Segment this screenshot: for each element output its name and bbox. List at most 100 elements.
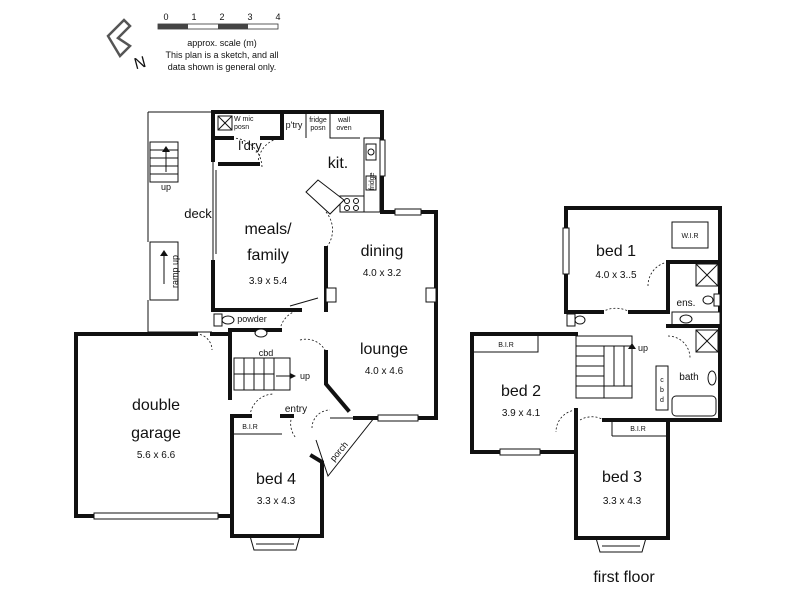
ramp-label: ramp up — [170, 255, 180, 288]
fridge-posn-label2: posn — [310, 125, 325, 132]
fireplace-icon-2 — [425, 287, 437, 303]
bed2-size: 3.9 x 4.1 — [502, 408, 541, 419]
bed4-walls — [230, 414, 324, 538]
bed4-robe-label: B.I.R — [242, 424, 258, 431]
arrow-up-icon — [162, 146, 170, 152]
ensuite-basin-icon — [679, 314, 693, 324]
dining-window — [394, 208, 422, 216]
bed3-robe-label: B.I.R — [630, 426, 646, 433]
dining-label: dining — [361, 243, 404, 260]
cooktop-icon — [344, 198, 359, 211]
ground-floor: up ramp up deck — [74, 110, 438, 551]
linen-cbd-d: d — [660, 397, 664, 404]
fridge-label: fridge — [369, 172, 376, 190]
arrow-up-icon — [628, 343, 636, 349]
island-bench — [305, 179, 345, 215]
scale-bar: 0 1 2 3 4 — [157, 12, 281, 30]
first-floor: bed 1 4.0 x 3..5 W.I.R ens. bath c b d — [470, 206, 722, 586]
toilet-cistern-icon — [213, 313, 223, 327]
bath-label: bath — [679, 372, 698, 383]
porch-outline — [315, 417, 376, 478]
fridge-posn-label1: fridge — [309, 117, 327, 124]
lounge-window — [377, 414, 419, 422]
kitchen-label: kit. — [328, 155, 348, 172]
wc-cistern-icon — [566, 313, 576, 327]
garage-label2: garage — [131, 425, 181, 442]
deck-steps-up-label: up — [161, 182, 171, 192]
meals-family-size: 3.9 x 5.4 — [249, 276, 288, 287]
pantry-label: p'try — [286, 120, 303, 130]
scale-tick-3: 3 — [247, 12, 252, 22]
linen-cbd-b: b — [660, 387, 664, 394]
toilet-icon — [221, 315, 235, 325]
ff-stairs-up-label: up — [638, 343, 648, 353]
bed3-size: 3.3 x 4.3 — [603, 496, 642, 507]
wall-oven-label2: oven — [336, 125, 351, 132]
scale-tick-1: 1 — [191, 12, 196, 22]
bathtub-icon — [671, 395, 717, 417]
first-floor-title: first floor — [593, 569, 655, 586]
laundry-door-swing — [231, 137, 263, 169]
wir-label: W.I.R — [681, 233, 698, 240]
sink-icon — [365, 143, 377, 161]
scale-tick-4: 4 — [275, 12, 280, 22]
deck-outline — [147, 111, 212, 333]
disclaimer-line1: This plan is a sketch, and all — [165, 50, 278, 60]
first-floor-stairs — [575, 335, 636, 399]
bed3-bay-window — [595, 537, 647, 553]
bed4-bay-window — [249, 535, 301, 551]
north-compass-icon: N — [106, 18, 148, 73]
bed2-window — [499, 448, 541, 456]
basin-icon — [254, 328, 268, 338]
garage-label1: double — [132, 397, 180, 414]
w-mic-label2: posn — [234, 124, 249, 131]
ensuite-cistern-icon — [713, 293, 721, 307]
deck-label: deck — [184, 206, 212, 221]
arrow-up-icon — [160, 250, 168, 256]
garage-door — [93, 512, 219, 520]
fridge-icon — [365, 175, 377, 191]
w-mic-label1: W mic — [234, 116, 254, 123]
ensuite-label: ens. — [677, 298, 696, 309]
bath-toilet-icon — [707, 370, 717, 386]
ensuite-vanity — [671, 311, 721, 327]
bed1-size: 4.0 x 3..5 — [595, 270, 637, 281]
kitchen-walls — [211, 110, 384, 214]
ensuite-toilet-icon — [702, 295, 714, 305]
meals-family-label2: family — [247, 247, 289, 264]
deck-steps — [149, 141, 179, 183]
scale-tick-0: 0 — [163, 12, 168, 22]
powder-label: powder — [237, 314, 267, 324]
cooktop-bench — [339, 195, 365, 213]
bed3-label: bed 3 — [602, 469, 642, 486]
bed1-window — [562, 227, 570, 275]
bed2-robe-label: B.I.R — [498, 342, 514, 349]
ground-stairs — [233, 357, 296, 391]
meals-family-label1: meals/ — [244, 221, 292, 238]
dining-size: 4.0 x 3.2 — [363, 268, 402, 279]
disclaimer-line2: data shown is general only. — [168, 62, 276, 72]
porch-label: porch — [328, 440, 350, 464]
fireplace-icon — [325, 287, 337, 303]
wir-box — [671, 221, 709, 249]
entry-label: entry — [285, 404, 307, 415]
arrow-right-icon — [290, 373, 296, 379]
garage-size: 5.6 x 6.6 — [137, 450, 176, 461]
scale-label: approx. scale (m) — [187, 38, 257, 48]
linen-cbd-c: c — [660, 377, 664, 384]
wall-oven-label1: wall — [337, 117, 351, 124]
wc-icon — [574, 315, 586, 325]
laundry-label: l'dry — [238, 138, 262, 153]
bed4-label: bed 4 — [256, 471, 296, 488]
lounge-label: lounge — [360, 341, 408, 358]
bed2-label: bed 2 — [501, 383, 541, 400]
stairs-up-label: up — [300, 371, 310, 381]
lounge-size: 4.0 x 4.6 — [365, 366, 404, 377]
cbd-label: cbd — [259, 348, 274, 358]
bed1-label: bed 1 — [596, 243, 636, 260]
linen-cupboard — [655, 365, 669, 411]
scale-tick-2: 2 — [219, 12, 224, 22]
bed4-size: 3.3 x 4.3 — [257, 496, 296, 507]
north-label: N — [132, 54, 148, 73]
